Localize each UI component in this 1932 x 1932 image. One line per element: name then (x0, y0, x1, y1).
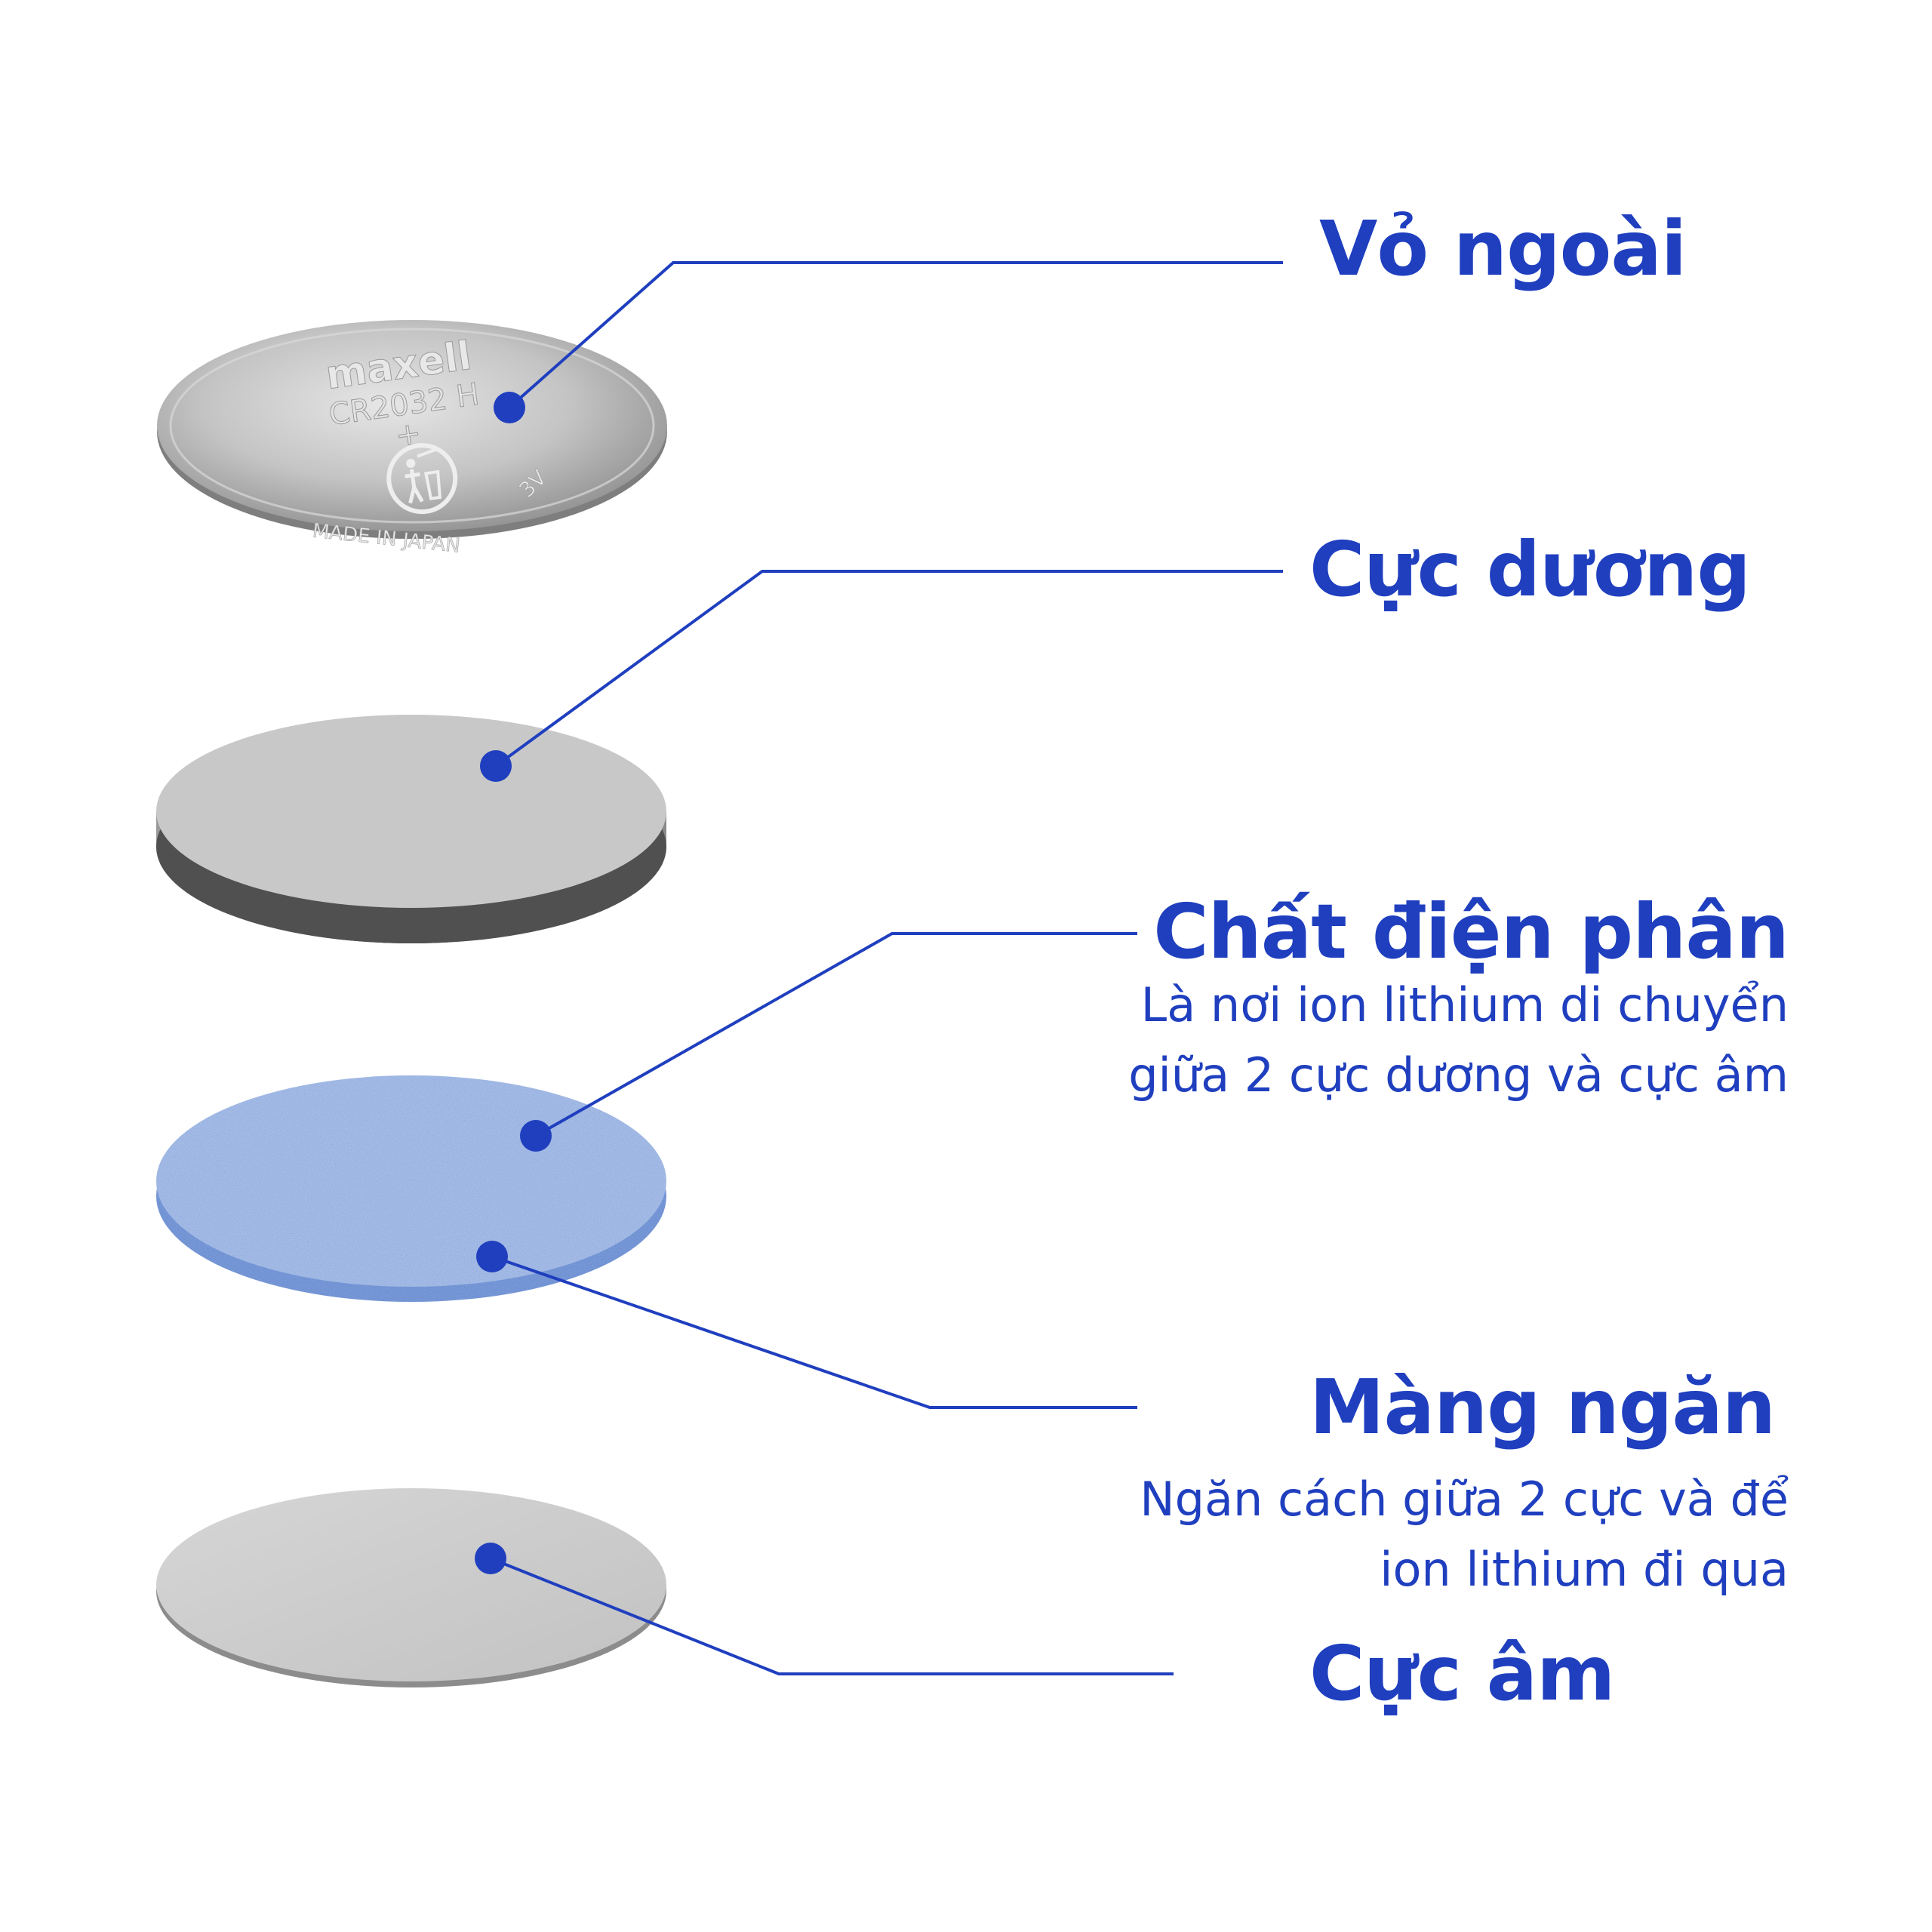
label-shell-title: Vỏ ngoài (1319, 205, 1687, 293)
label-electrolyte-title: Chất điện phân (1153, 888, 1789, 976)
leader-line-electrolyte (535, 932, 1137, 1137)
anode-disc (156, 715, 666, 943)
label-separator-description: Ngăn cách giữa 2 cực và để ion lithium đ… (1140, 1464, 1789, 1604)
label-electrolyte-description: Là nơi ion lithium di chuyển giữa 2 cực … (1128, 970, 1789, 1110)
dot-anode (480, 750, 512, 782)
leader-line-shell (508, 261, 1283, 409)
label-cathode-title: Cực âm (1309, 1629, 1615, 1718)
cathode-disc (156, 1488, 666, 1687)
label-separator-title: Màng ngăn (1309, 1363, 1776, 1451)
dot-shell (494, 392, 525, 423)
electrolyte-description-line-1: Là nơi ion lithium di chuyển (1140, 977, 1789, 1032)
electrolyte-description-line-2: giữa 2 cực dương và cực âm (1128, 1048, 1789, 1103)
shell-disc: maxell CR2032 H + MADE IN JAPAN 3V (157, 320, 667, 558)
dot-separator (476, 1241, 508, 1272)
separator-description-line-1: Ngăn cách giữa 2 cực và để (1140, 1472, 1789, 1527)
leader-line-anode (494, 570, 1283, 768)
dot-cathode (475, 1543, 506, 1574)
leader-dots (475, 392, 552, 1574)
leader-line-cathode (490, 1557, 1174, 1675)
label-anode-title: Cực dương (1309, 525, 1751, 614)
leader-lines (490, 261, 1283, 1675)
dot-electrolyte (520, 1120, 552, 1152)
disposal-icon (386, 443, 458, 515)
battery-brand: maxell (323, 334, 474, 398)
separator-description-line-2: ion lithium đi qua (1380, 1542, 1789, 1597)
electrolyte-disc (156, 1075, 666, 1302)
leader-line-separator (491, 1255, 1137, 1409)
